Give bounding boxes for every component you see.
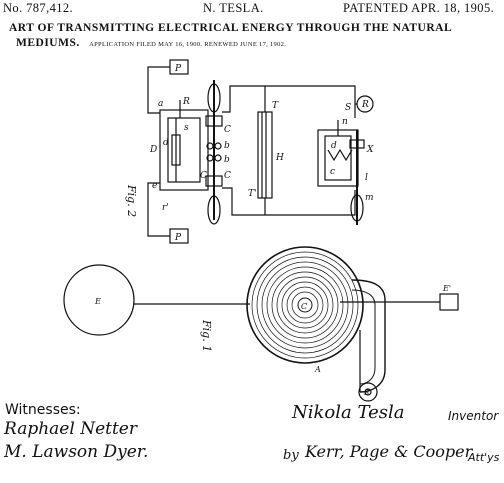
- patent-title-mediums: MEDIUMS.: [16, 37, 80, 49]
- coil-outer: [246, 246, 364, 364]
- label-t: T: [272, 101, 279, 111]
- fig1-label: Fig. 1: [200, 319, 213, 352]
- label-r-prime: r': [162, 203, 169, 213]
- attorney-prefix: by: [283, 448, 299, 463]
- label-d: D: [149, 145, 157, 155]
- label-e: e: [152, 181, 157, 191]
- winding-outer: [351, 279, 386, 393]
- wire-top-bus: [222, 85, 356, 118]
- application-dates: APPLICATION FILED MAY 16, 1900. RENEWED …: [89, 41, 287, 48]
- coil-center: [297, 297, 313, 313]
- collar-2: [205, 175, 223, 187]
- label-d-right: d: [331, 141, 337, 151]
- condenser-t: [257, 111, 273, 199]
- collar-right: [349, 139, 365, 149]
- label-p-top: P: [174, 64, 182, 74]
- wire-top-left: [147, 66, 170, 114]
- plate-e-prime: [439, 293, 459, 311]
- brush-b1: [206, 142, 214, 150]
- spool-b: [358, 382, 378, 402]
- brush-b4: [214, 154, 222, 162]
- coil-ring: [251, 251, 359, 359]
- label-b2: b: [224, 155, 230, 165]
- figure-1: [63, 246, 459, 402]
- label-r-circle: R: [361, 100, 369, 110]
- coil-ring: [286, 286, 324, 324]
- box-d: [159, 109, 209, 191]
- fig2-label: Fig. 2: [125, 184, 138, 217]
- label-a-coil: A: [314, 365, 321, 374]
- label-t-prime: T': [248, 189, 256, 199]
- label-c2: C: [224, 171, 231, 181]
- label-b: b: [224, 141, 230, 151]
- patent-date: PATENTED APR. 18, 1905.: [343, 1, 495, 15]
- wire-bottom-left: [147, 182, 170, 237]
- label-n: n: [342, 117, 348, 127]
- label-s: s: [184, 123, 189, 133]
- label-m: m: [365, 193, 374, 203]
- handle-bottom-left: [207, 195, 221, 225]
- inventor-name: N. TESLA.: [203, 1, 264, 15]
- brush-b3: [214, 142, 222, 150]
- label-s-right: S: [345, 103, 351, 113]
- inventor-signature: Nikola Tesla: [292, 402, 405, 423]
- witness-2-signature: M. Lawson Dyer.: [4, 442, 149, 462]
- label-e-prime: E': [442, 284, 451, 293]
- brush-b2: [206, 154, 214, 162]
- label-b-spool: B: [363, 389, 369, 397]
- coil-ring: [261, 261, 349, 349]
- box-right: [317, 129, 359, 187]
- winding-inner: [351, 289, 376, 385]
- handle-right: [350, 194, 364, 222]
- figure-2: [147, 59, 374, 244]
- attorney-signature: Kerr, Page & Cooper: [305, 442, 473, 461]
- coil-ring: [276, 276, 334, 334]
- coil-zigzag: [327, 148, 353, 162]
- label-p-bottom: P: [174, 233, 182, 243]
- label-h: H: [275, 153, 284, 163]
- collar-1: [205, 115, 223, 127]
- spool-b-hub: [364, 388, 372, 396]
- coil-ring: [256, 256, 354, 354]
- handle-top-left: [207, 83, 221, 113]
- label-c-center: C: [301, 302, 307, 311]
- label-l: l: [365, 173, 368, 183]
- wire-bottom-bus: [222, 187, 356, 216]
- sphere-e: [63, 264, 135, 336]
- inventor-label: Inventor: [448, 409, 499, 423]
- label-c-left: C: [224, 125, 231, 135]
- coil-ring: [266, 266, 344, 344]
- attorney-label: Att'ys: [468, 451, 500, 464]
- label-c3: C: [200, 171, 207, 181]
- label-r: R: [182, 97, 190, 107]
- witness-1-signature: Raphael Netter: [4, 419, 137, 439]
- patent-number: No. 787,412.: [3, 1, 74, 15]
- patent-title-line2: MEDIUMS. APPLICATION FILED MAY 16, 1900.…: [16, 37, 286, 49]
- label-x: X: [366, 145, 374, 155]
- coil-ring: [281, 281, 329, 329]
- label-d-left: d: [163, 138, 169, 148]
- label-c-right: c: [330, 167, 335, 177]
- coil-ring: [291, 291, 319, 319]
- coil-ring: [271, 271, 339, 339]
- witnesses-label: Witnesses:: [5, 402, 81, 418]
- box-d-inner: [167, 117, 201, 183]
- label-a: a: [158, 99, 163, 109]
- patent-title: ART OF TRANSMITTING ELECTRICAL ENERGY TH…: [9, 22, 453, 34]
- label-e-sphere: E: [94, 297, 101, 306]
